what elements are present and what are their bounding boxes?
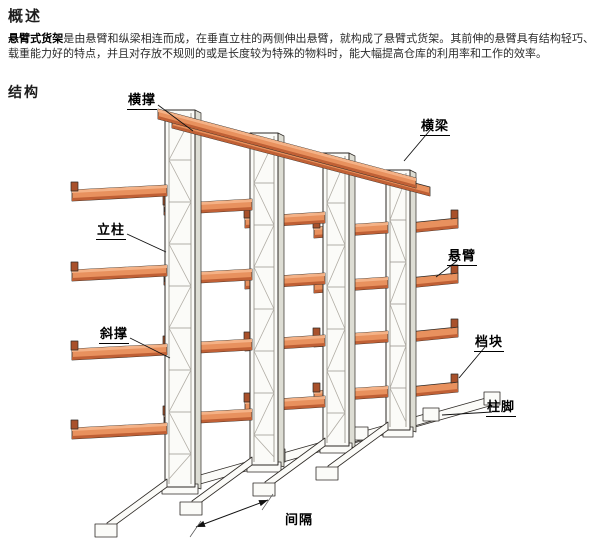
- label-spacing: 间隔: [285, 513, 314, 528]
- label-cantilever-arm: 悬臂: [447, 245, 478, 266]
- rack-diagram: 横撑 横梁 立柱 悬臂 斜撑 档块 柱脚 间隔: [0, 93, 600, 555]
- label-upright-column: 立柱: [96, 219, 127, 240]
- overview-body: 是由悬臂和纵梁相连而成，在垂直立柱的两侧伸出悬臂，就构成了悬臂式货架。其前伸的悬…: [8, 32, 595, 60]
- label-top-beam: 横梁: [420, 115, 451, 136]
- structure-heading: 结构: [8, 85, 40, 101]
- overview-paragraph: 悬臂式货架是由悬臂和纵梁相连而成，在垂直立柱的两侧伸出悬臂，就构成了悬臂式货架。…: [8, 31, 594, 61]
- label-diagonal-brace: 斜撑: [99, 323, 130, 344]
- label-stop-block: 档块: [474, 331, 505, 352]
- label-column-foot: 柱脚: [486, 396, 517, 417]
- cantilever-rack-illustration: [70, 104, 501, 538]
- overview-lead: 悬臂式货架: [8, 32, 64, 45]
- overview-heading: 概述: [8, 7, 43, 25]
- label-cross-brace: 横撑: [127, 89, 158, 110]
